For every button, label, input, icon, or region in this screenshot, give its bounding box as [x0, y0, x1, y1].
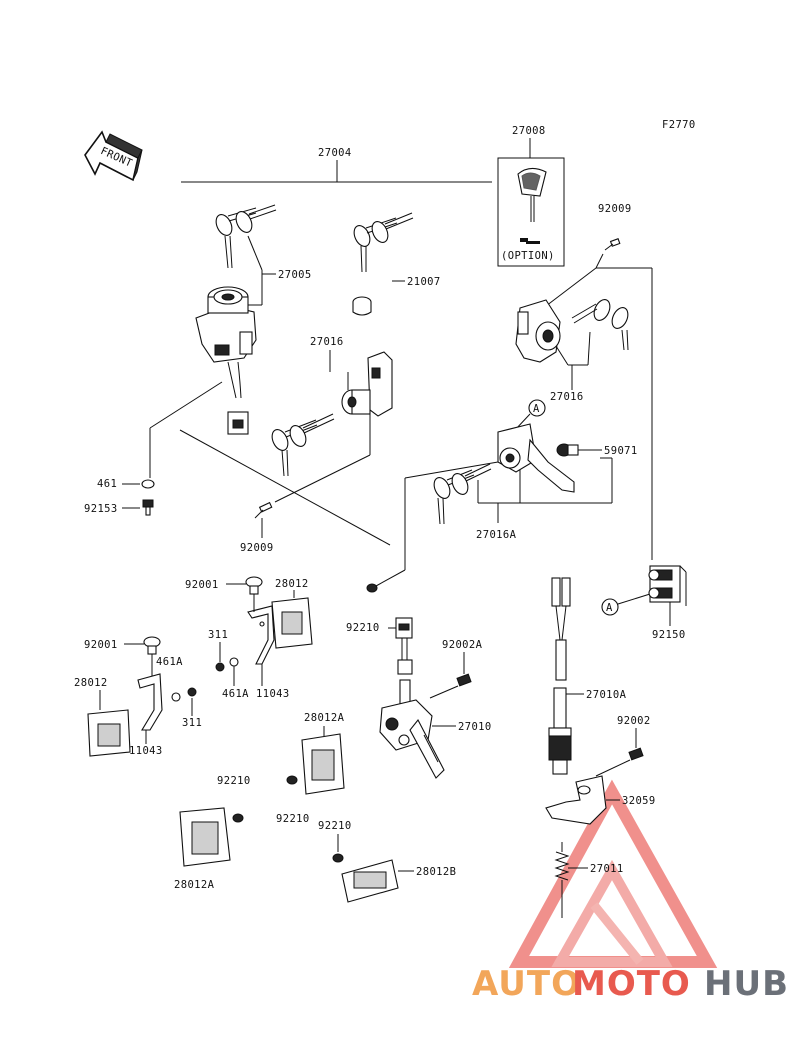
key-pair-icon [215, 204, 277, 269]
reflector-icon [179, 807, 231, 867]
label-92150: 92150 [652, 629, 686, 641]
label-92210-d: 92210 [318, 820, 352, 832]
bolt-pair-icon [648, 565, 687, 606]
reflector-icon [87, 709, 131, 757]
nut-icon [215, 662, 225, 672]
label-27008: 27008 [512, 125, 546, 137]
washer-icon [141, 479, 155, 489]
bolt-icon [142, 499, 154, 516]
label-28012-a: 28012 [275, 578, 309, 590]
ref-a-marker: A [528, 399, 546, 417]
screw-icon [604, 238, 621, 251]
label-27010: 27010 [458, 721, 492, 733]
nut-icon [366, 583, 378, 593]
label-59071: 59071 [604, 445, 638, 457]
label-92009-bottom: 92009 [240, 542, 274, 554]
label-27005: 27005 [278, 269, 312, 281]
bracket-icon [247, 605, 275, 665]
lock-assembly-icon [497, 423, 575, 493]
seat-lock-icon [341, 351, 393, 417]
grommet-icon [556, 443, 579, 457]
key-pair-icon [571, 299, 629, 351]
helmet-lock-icon [515, 299, 561, 363]
reflector-icon [271, 597, 313, 649]
label-11043-b: 11043 [129, 745, 163, 757]
ignition-switch-icon [195, 286, 257, 435]
label-92210-b: 92210 [217, 775, 251, 787]
nut-icon [286, 775, 298, 785]
spring-icon [554, 842, 570, 918]
label-28012-b: 28012 [74, 677, 108, 689]
label-28012A-a: 28012A [304, 712, 345, 724]
screw-icon [429, 673, 472, 699]
switch-assembly-icon [379, 679, 445, 779]
label-21007: 21007 [407, 276, 441, 288]
label-92001-a: 92001 [185, 579, 219, 591]
watermark-text: AUTO MOTO HUB [472, 964, 789, 1004]
label-27010A: 27010A [586, 689, 627, 701]
connector-icon [395, 617, 413, 675]
watermark-part-hub: HUB [704, 964, 789, 1004]
cap-icon [352, 296, 372, 316]
option-box [497, 157, 565, 267]
washer-icon [171, 692, 181, 702]
nut-icon [332, 853, 344, 863]
key-pair-icon [433, 463, 492, 525]
label-92210-c: 92210 [276, 813, 310, 825]
option-mark-icon [520, 238, 540, 244]
bracket-icon [137, 673, 163, 731]
watermark-part-auto: AUTO [472, 964, 581, 1004]
screw-icon [595, 747, 644, 777]
bolt-icon [245, 576, 263, 595]
switch-bracket-icon [545, 775, 607, 825]
ref-a-label: A [533, 403, 540, 415]
label-28012B: 28012B [416, 866, 456, 878]
label-92001-b: 92001 [84, 639, 118, 651]
label-92002A: 92002A [442, 639, 483, 651]
cable-icon [548, 577, 572, 775]
figure-code: F2770 [662, 119, 696, 131]
label-27011: 27011 [590, 863, 624, 875]
nut-icon [232, 813, 244, 823]
label-27004: 27004 [318, 147, 352, 159]
label-92002: 92002 [617, 715, 651, 727]
nut-icon [187, 687, 197, 697]
label-92009-top: 92009 [598, 203, 632, 215]
key-pair-icon [353, 212, 414, 273]
washer-icon [229, 657, 239, 667]
reflector-icon [341, 859, 399, 903]
label-461A-b: 461A [156, 656, 183, 668]
label-27016-center: 27016 [310, 336, 344, 348]
label-311-a: 311 [208, 629, 228, 641]
watermark-part-moto: MOTO [572, 964, 691, 1004]
key-tag-icon [517, 167, 547, 222]
label-27016A: 27016A [476, 529, 517, 541]
label-92153: 92153 [84, 503, 118, 515]
label-461A-a: 461A [222, 688, 249, 700]
reflector-icon [301, 733, 345, 795]
ref-a-marker: A [601, 598, 619, 616]
label-461: 461 [97, 478, 117, 490]
label-32059: 32059 [622, 795, 656, 807]
label-11043-a: 11043 [256, 688, 290, 700]
label-92210-a: 92210 [346, 622, 380, 634]
bolt-icon [143, 636, 161, 655]
screw-icon [254, 501, 273, 519]
label-27016-right: 27016 [550, 391, 584, 403]
ref-a-label: A [606, 602, 613, 614]
watermark-logo [508, 779, 718, 968]
label-28012A-b: 28012A [174, 879, 215, 891]
label-311-b: 311 [182, 717, 202, 729]
front-arrow-icon: FRONT [84, 130, 143, 182]
key-pair-icon [271, 413, 335, 477]
option-label: (OPTION) [501, 250, 555, 262]
